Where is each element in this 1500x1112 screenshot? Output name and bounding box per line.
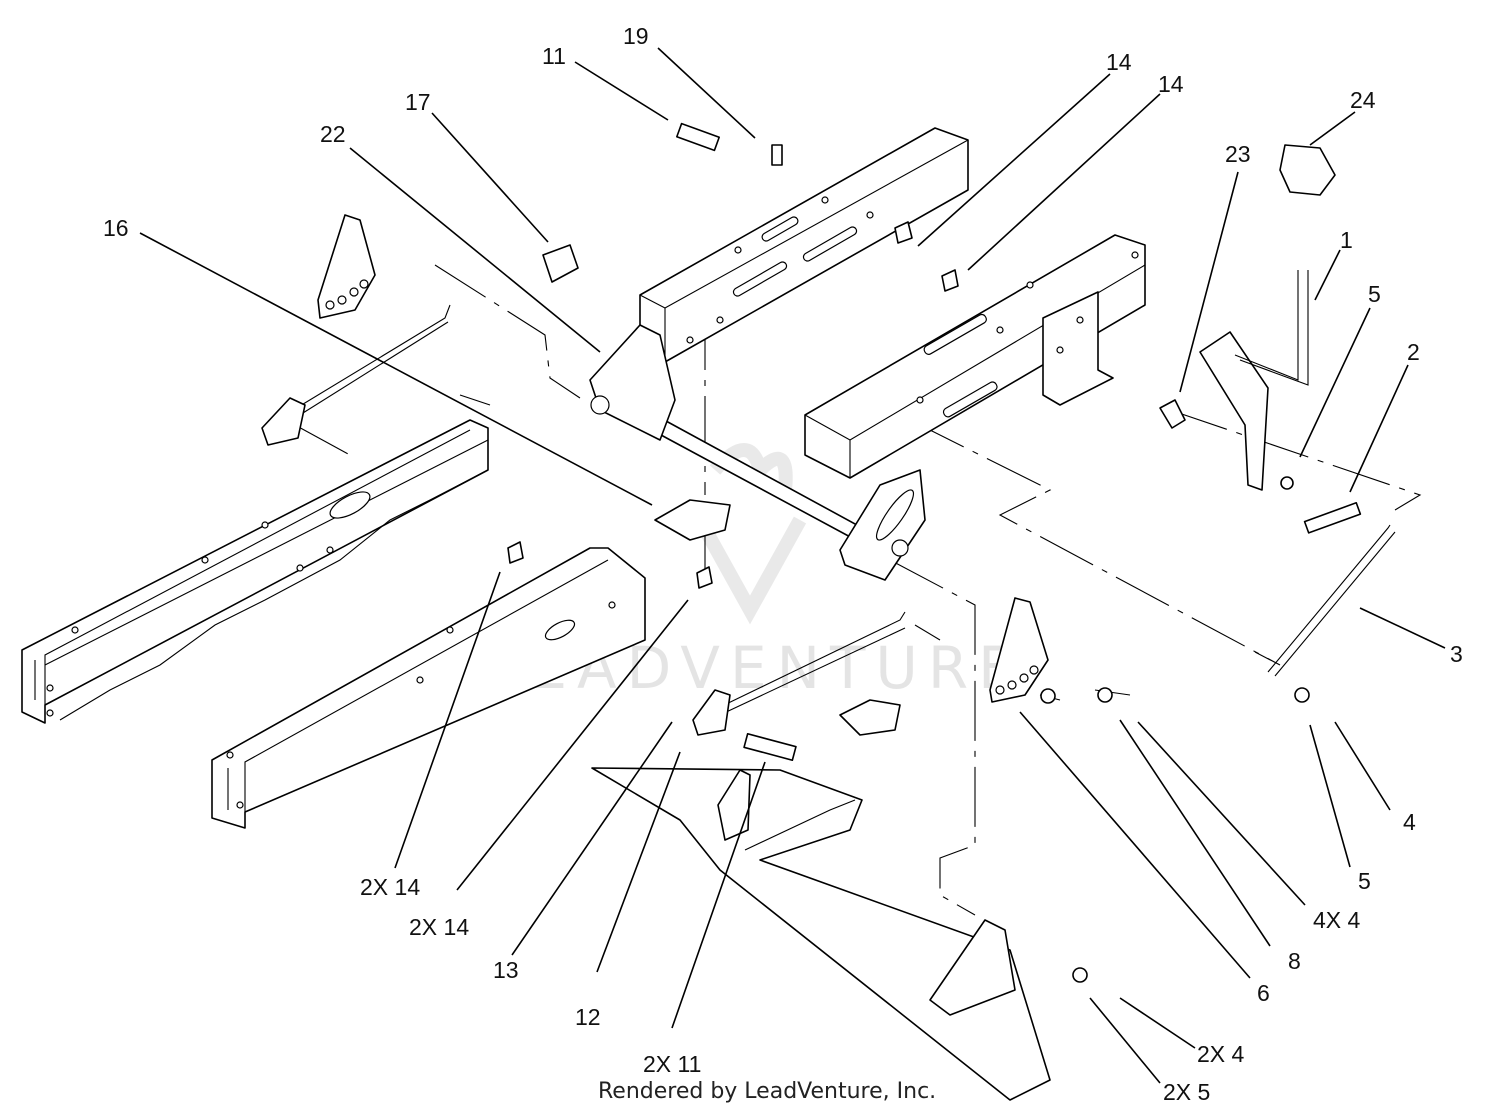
callout-24: 24 bbox=[1350, 87, 1376, 113]
lower-frame-rail bbox=[211, 547, 646, 829]
callout-22: 22 bbox=[320, 121, 346, 147]
callout-2x-4: 2X 4 bbox=[1197, 1041, 1245, 1067]
callout-1: 1 bbox=[1340, 227, 1353, 253]
upper-channel bbox=[639, 127, 969, 363]
cross-shaft bbox=[589, 324, 926, 581]
callout-2: 2 bbox=[1407, 339, 1420, 365]
left-frame-rail bbox=[21, 419, 489, 724]
callout-2x-14-a: 2X 14 bbox=[409, 914, 469, 940]
callout-13: 13 bbox=[493, 957, 519, 983]
callout-14-a: 14 bbox=[1106, 49, 1132, 75]
hardware bbox=[507, 122, 1362, 983]
callout-6: 6 bbox=[1257, 980, 1270, 1006]
callout-2x-14-b: 2X 14 bbox=[360, 874, 420, 900]
footer-credit: Rendered by LeadVenture, Inc. bbox=[598, 1079, 936, 1104]
callout-12: 12 bbox=[575, 1004, 601, 1030]
callout-4x-4: 4X 4 bbox=[1313, 907, 1361, 933]
callout-17: 17 bbox=[405, 89, 431, 115]
deck-hanger bbox=[591, 767, 1051, 1101]
height-adjust-plate-left bbox=[317, 214, 376, 319]
callout-8: 8 bbox=[1288, 948, 1301, 974]
callout-23: 23 bbox=[1225, 141, 1251, 167]
callout-5-top: 5 bbox=[1368, 281, 1381, 307]
callout-14-b: 14 bbox=[1158, 71, 1184, 97]
callout-16: 16 bbox=[103, 215, 129, 241]
height-adjust-plate-right bbox=[989, 597, 1049, 703]
callout-3: 3 bbox=[1450, 641, 1463, 667]
leader-lines bbox=[139, 47, 1446, 1084]
callout-labels: 11 19 17 22 16 14 14 24 23 1 5 2 3 4 5 4… bbox=[103, 23, 1463, 1105]
callout-2x-11: 2X 11 bbox=[643, 1051, 701, 1077]
callout-5-mid: 5 bbox=[1358, 868, 1371, 894]
right-channel bbox=[804, 234, 1146, 479]
rods bbox=[261, 304, 1396, 736]
lift-lever bbox=[1159, 144, 1336, 491]
leadventure-logo-icon bbox=[693, 443, 807, 625]
callout-19: 19 bbox=[623, 23, 649, 49]
callout-2x-5: 2X 5 bbox=[1163, 1079, 1210, 1105]
callout-11: 11 bbox=[542, 43, 566, 69]
callout-4: 4 bbox=[1403, 809, 1416, 835]
